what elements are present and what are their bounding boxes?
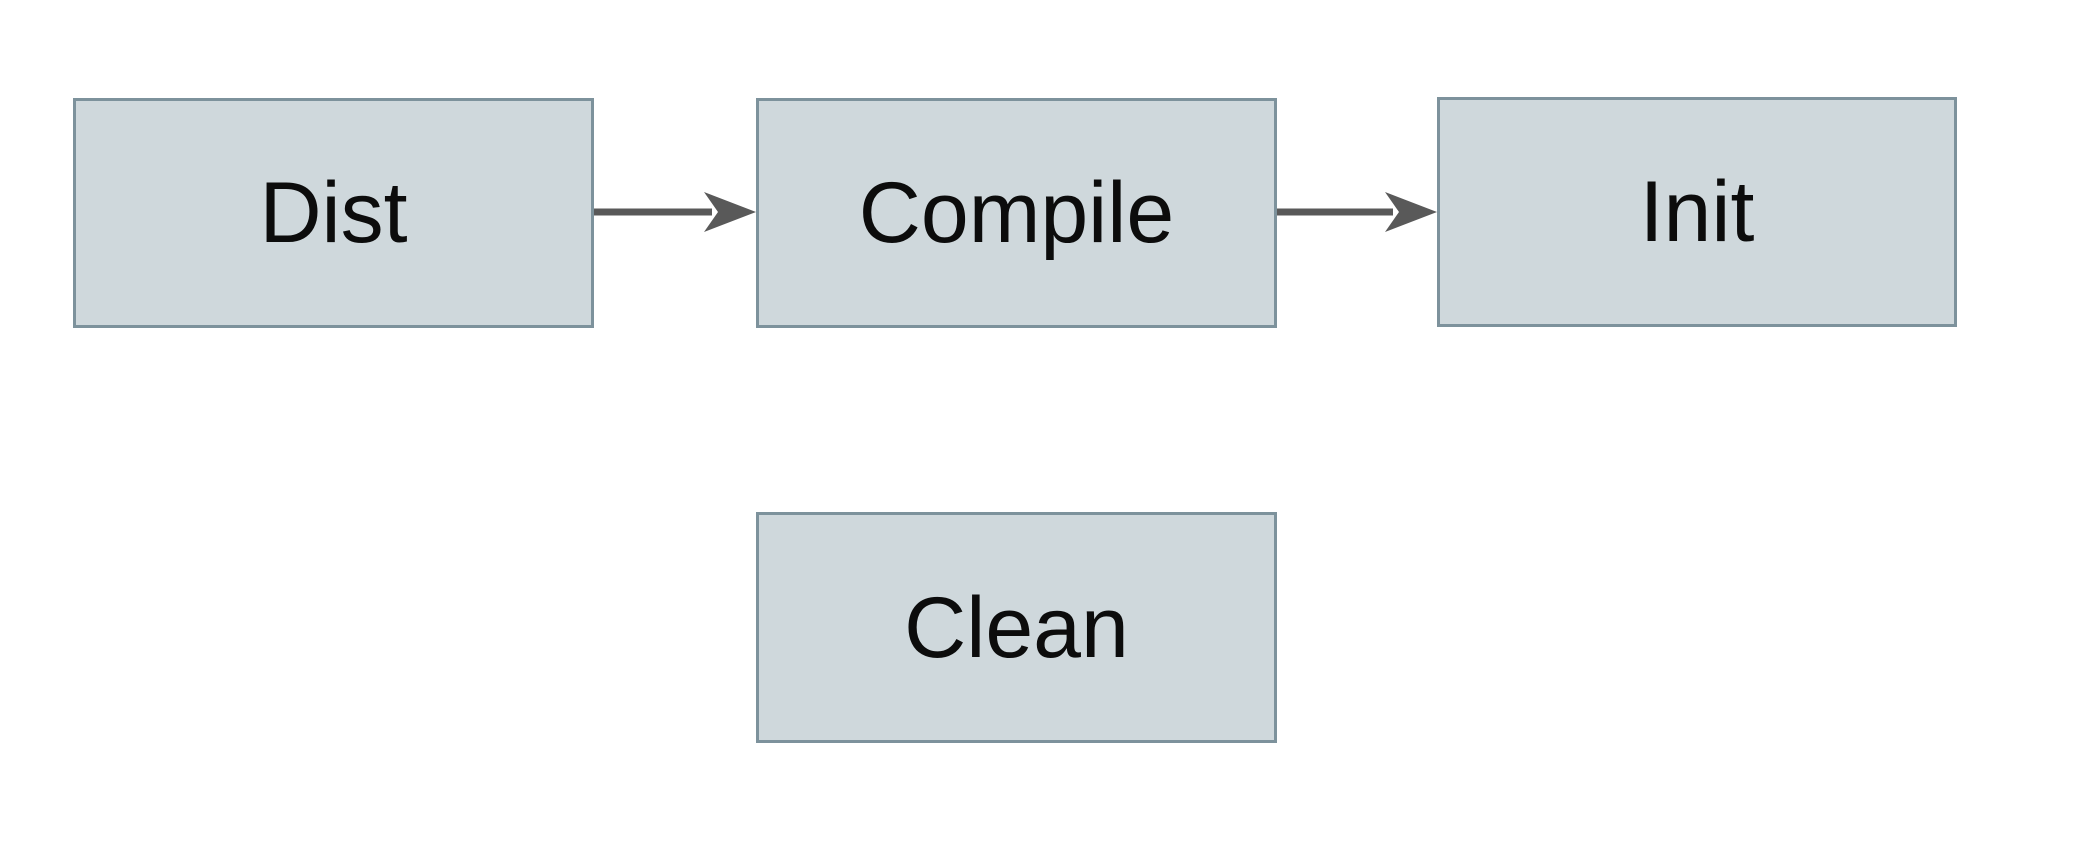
node-dist[interactable]: Dist [73,98,594,328]
arrow-dist-to-compile [594,192,756,232]
arrowhead-icon [1385,192,1437,232]
node-clean-label: Clean [904,579,1129,676]
node-init-label: Init [1639,164,1755,260]
node-compile[interactable]: Compile [756,98,1277,328]
node-compile-label: Compile [858,165,1175,261]
node-init[interactable]: Init [1437,97,1957,327]
node-clean[interactable]: Clean [756,512,1277,743]
node-dist-label: Dist [259,165,408,261]
arrow-compile-to-init [1277,192,1437,232]
arrowhead-icon [704,192,756,232]
